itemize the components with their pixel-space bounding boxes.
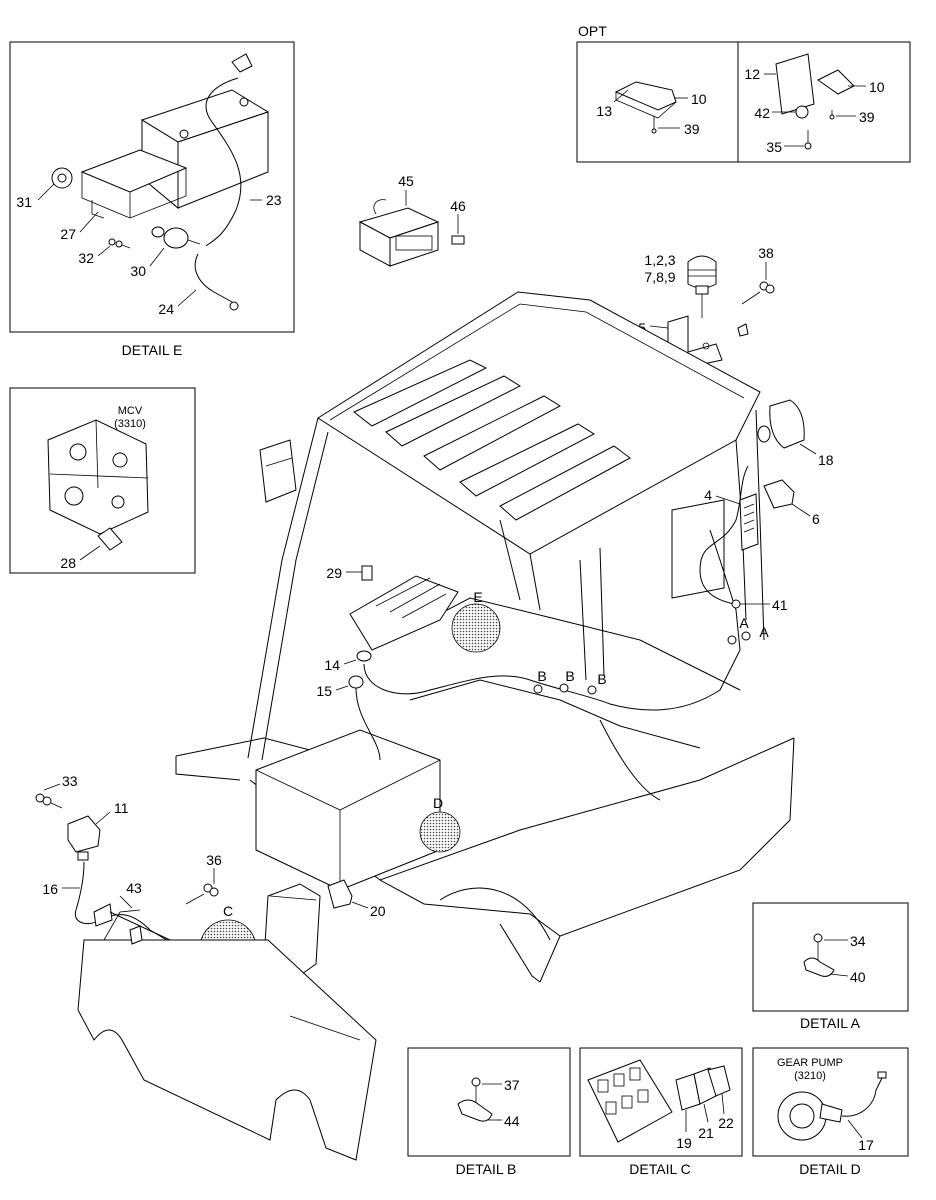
- clamp-41: [731, 599, 741, 609]
- bolt-32: [108, 238, 131, 249]
- callout-17: 17: [858, 1137, 874, 1153]
- rear-lamp-6: [763, 479, 811, 517]
- callout-10-left: 10: [691, 91, 707, 107]
- callout-29: 29: [326, 565, 342, 581]
- switch-29: [346, 565, 373, 581]
- callout-6: 6: [812, 511, 820, 527]
- switch-20: [327, 879, 369, 909]
- forklift-frame: [175, 291, 795, 989]
- mcv-title: MCV: [118, 405, 143, 417]
- work-lamp-18: [757, 399, 817, 455]
- ref-e: E: [473, 589, 482, 605]
- detail-c-caption: DETAIL C: [629, 1161, 690, 1177]
- callout-46: 46: [450, 198, 466, 214]
- callout-38: 38: [758, 245, 774, 261]
- fuse-46: [451, 214, 465, 245]
- ref-b-1: B: [537, 668, 546, 684]
- callout-24: 24: [158, 301, 174, 317]
- callout-19: 19: [676, 1135, 692, 1151]
- relay-30: [151, 226, 201, 249]
- callout-21: 21: [698, 1125, 714, 1141]
- callout-4: 4: [704, 487, 712, 503]
- detail-b-panel: [407, 1047, 571, 1157]
- callout-13: 13: [596, 103, 612, 119]
- mcv-code: (3310): [114, 418, 146, 430]
- rear-panel: [77, 909, 377, 1161]
- callout-32: 32: [78, 250, 94, 266]
- callout-16: 16: [42, 881, 58, 897]
- detail-a-caption: DETAIL A: [800, 1015, 861, 1031]
- ref-d: D: [433, 795, 443, 811]
- battery-cable-24: [194, 253, 233, 303]
- detail-d-marker: [419, 811, 461, 853]
- callout-41: 41: [772, 597, 788, 613]
- switch-15: [335, 675, 364, 691]
- callout-31: 31: [16, 194, 32, 210]
- detail-e-panel: [9, 41, 295, 333]
- bracket-43: [93, 895, 171, 945]
- opt-caption: OPT: [578, 23, 607, 39]
- detail-a-panel: [752, 902, 909, 1012]
- callout-11: 11: [114, 800, 129, 816]
- ref-b-3: B: [597, 671, 606, 687]
- mcv-panel: [9, 387, 196, 574]
- callout-33: 33: [62, 773, 78, 789]
- callout-10-right: 10: [869, 79, 885, 95]
- gear-pump-code: (3210): [794, 1070, 826, 1082]
- switch-14: [343, 650, 372, 665]
- callout-37: 37: [504, 1077, 520, 1093]
- callout-12: 12: [744, 66, 760, 82]
- callout-40: 40: [850, 969, 866, 985]
- callout-23: 23: [266, 192, 282, 208]
- detail-e-marker: [451, 603, 501, 653]
- callout-35: 35: [766, 139, 782, 155]
- bolt-38: [737, 262, 775, 337]
- detail-d-caption: DETAIL D: [799, 1161, 860, 1177]
- bolt-36: [185, 868, 219, 905]
- opt-panel: [576, 41, 911, 163]
- callout-14: 14: [324, 657, 340, 673]
- battery-holder: [80, 149, 188, 219]
- detail-e-caption: DETAIL E: [122, 342, 183, 358]
- callout-43: 43: [126, 880, 142, 896]
- callout-1-2-3: 1,2,3: [644, 252, 675, 268]
- ref-a-2: A: [759, 624, 769, 640]
- detail-b-caption: DETAIL B: [456, 1161, 517, 1177]
- ref-b-2: B: [565, 668, 574, 684]
- cable-16: [74, 861, 171, 943]
- battery-cable-23: [205, 77, 242, 247]
- callout-7-8-9: 7,8,9: [644, 269, 675, 285]
- harness: [363, 529, 741, 711]
- callout-39-left: 39: [684, 121, 700, 137]
- beacon-lamp: [687, 255, 717, 318]
- callout-42: 42: [754, 105, 770, 121]
- bolt-33: [35, 783, 63, 809]
- callout-15: 15: [316, 683, 332, 699]
- battery-illustration: [140, 89, 270, 210]
- washer-31: [51, 167, 73, 189]
- callout-18: 18: [818, 452, 834, 468]
- callout-34: 34: [850, 933, 866, 949]
- callout-30: 30: [130, 263, 146, 279]
- callout-22: 22: [718, 1115, 734, 1131]
- callout-27: 27: [60, 226, 76, 242]
- horn-11: [67, 811, 111, 861]
- ref-c: C: [223, 903, 233, 919]
- detail-d-panel: [752, 1047, 909, 1157]
- harness-4: [699, 465, 749, 605]
- callout-36: 36: [206, 852, 222, 868]
- ref-a-1: A: [739, 615, 749, 631]
- callout-28: 28: [60, 555, 76, 571]
- callout-39-right: 39: [859, 109, 875, 125]
- callout-44: 44: [504, 1113, 520, 1129]
- detail-c-panel: [579, 1047, 743, 1157]
- gear-pump-title: GEAR PUMP: [777, 1057, 843, 1069]
- callout-45: 45: [398, 173, 414, 189]
- callout-20: 20: [370, 903, 386, 919]
- radio-45: [358, 190, 440, 267]
